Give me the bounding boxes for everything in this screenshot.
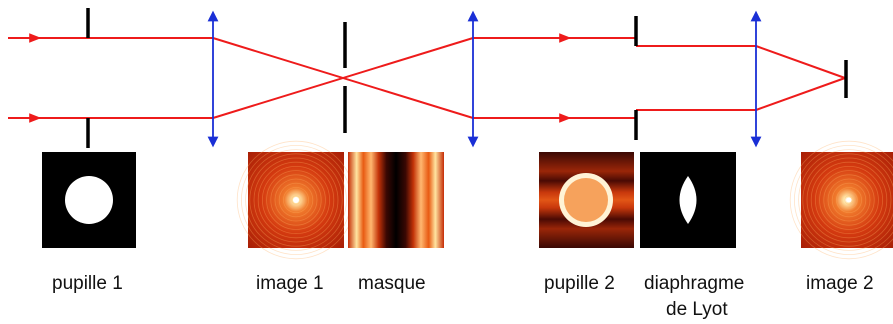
mask-panel [348, 152, 444, 248]
diffraction-ring [249, 153, 343, 247]
image-2-panel [789, 140, 893, 260]
diffraction-ring [257, 161, 335, 239]
label-masque: masque [358, 273, 426, 294]
pupil-2-fill [564, 178, 608, 222]
diffraction-ring [844, 195, 854, 205]
image-2-core [846, 197, 852, 203]
diffraction-ring [291, 195, 301, 205]
diffraction-ring [831, 182, 867, 218]
diffraction-ring [840, 191, 858, 209]
label-pupille-2: pupille 2 [544, 273, 615, 294]
pupil-1-aperture [65, 176, 113, 224]
light-rays [8, 33, 846, 123]
diffraction-ring [287, 191, 305, 209]
diffraction-ring [823, 174, 875, 226]
lenses [207, 10, 762, 148]
ray-focus-bottom [755, 77, 846, 111]
pupil-2-panel [539, 152, 634, 248]
diffraction-ring [836, 186, 863, 213]
label-de-lyot: de Lyot [666, 299, 728, 320]
label-pupille-1: pupille 1 [52, 273, 123, 294]
pupil-1-panel [42, 152, 136, 248]
lyot-aperture [679, 176, 697, 224]
image-2-rings [789, 140, 893, 260]
diffraction-ring [794, 145, 893, 255]
lyot-panel [640, 152, 736, 248]
ray-focus-top [755, 45, 846, 79]
diffraction-ring [802, 153, 893, 247]
diffraction-ring [261, 165, 330, 234]
diffraction-ring [810, 161, 888, 239]
diffraction-ring [270, 174, 322, 226]
diffraction-ring [253, 157, 339, 243]
diffraction-ring [274, 178, 318, 222]
diffraction-ring [789, 140, 893, 260]
diffraction-ring [806, 157, 892, 243]
ray-cross-2 [212, 37, 474, 119]
diffraction-ring [819, 170, 879, 230]
image-1-core [293, 197, 299, 203]
image-1-panel [236, 140, 356, 260]
diffraction-ring [278, 182, 314, 218]
diffraction-ring [798, 149, 893, 251]
label-image-2: image 2 [806, 273, 874, 294]
diffraction-ring [827, 178, 871, 222]
diffraction-ring [266, 170, 326, 230]
label-image-1: image 1 [256, 273, 324, 294]
diffraction-ring [245, 149, 347, 251]
diffraction-ring [815, 165, 884, 234]
stops [86, 8, 848, 148]
diffraction-ring [282, 186, 309, 213]
label-diaphragme: diaphragme [644, 273, 745, 294]
